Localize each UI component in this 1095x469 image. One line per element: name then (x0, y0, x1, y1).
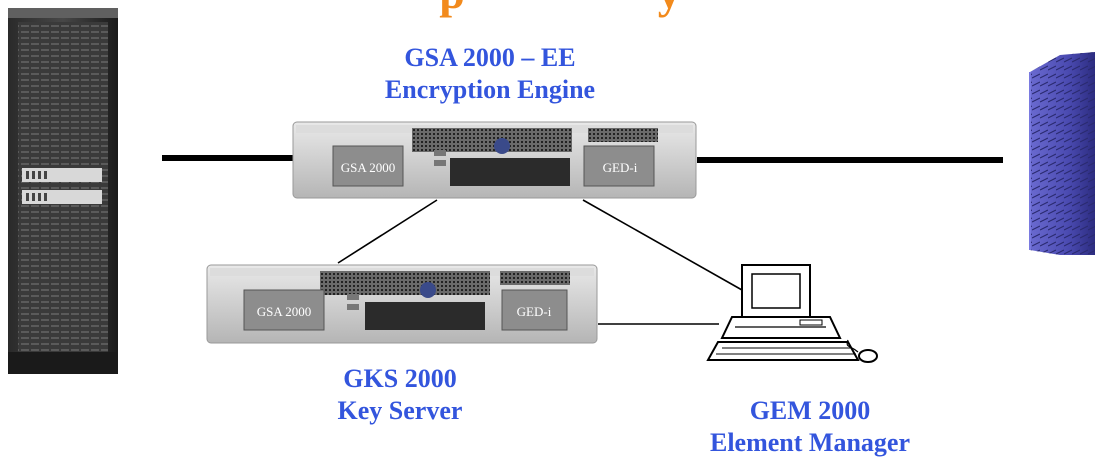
encryption-engine-server (292, 121, 697, 199)
key-server (206, 264, 598, 344)
link-ee-to-manager (582, 199, 743, 291)
link-ee-to-keyserver (337, 199, 438, 264)
connection-lines (162, 155, 1003, 325)
ks-left-bay-label: GSA 2000 (257, 304, 312, 319)
element-manager-label: GEM 2000 Element Manager (709, 396, 910, 457)
ee-label: GSA 2000 – EE Encryption Engine (384, 43, 596, 104)
storage-rack (8, 8, 118, 374)
ks-right-bay-label: GED-i (517, 304, 552, 319)
key-server-label: GKS 2000 Key Server (337, 364, 463, 425)
computer-workstation-icon (706, 264, 878, 363)
storage-array (1029, 52, 1095, 255)
title-fragment: p y (360, 0, 760, 16)
ee-left-bay-label: GSA 2000 (341, 160, 396, 175)
ee-right-bay-label: GED-i (603, 160, 638, 175)
